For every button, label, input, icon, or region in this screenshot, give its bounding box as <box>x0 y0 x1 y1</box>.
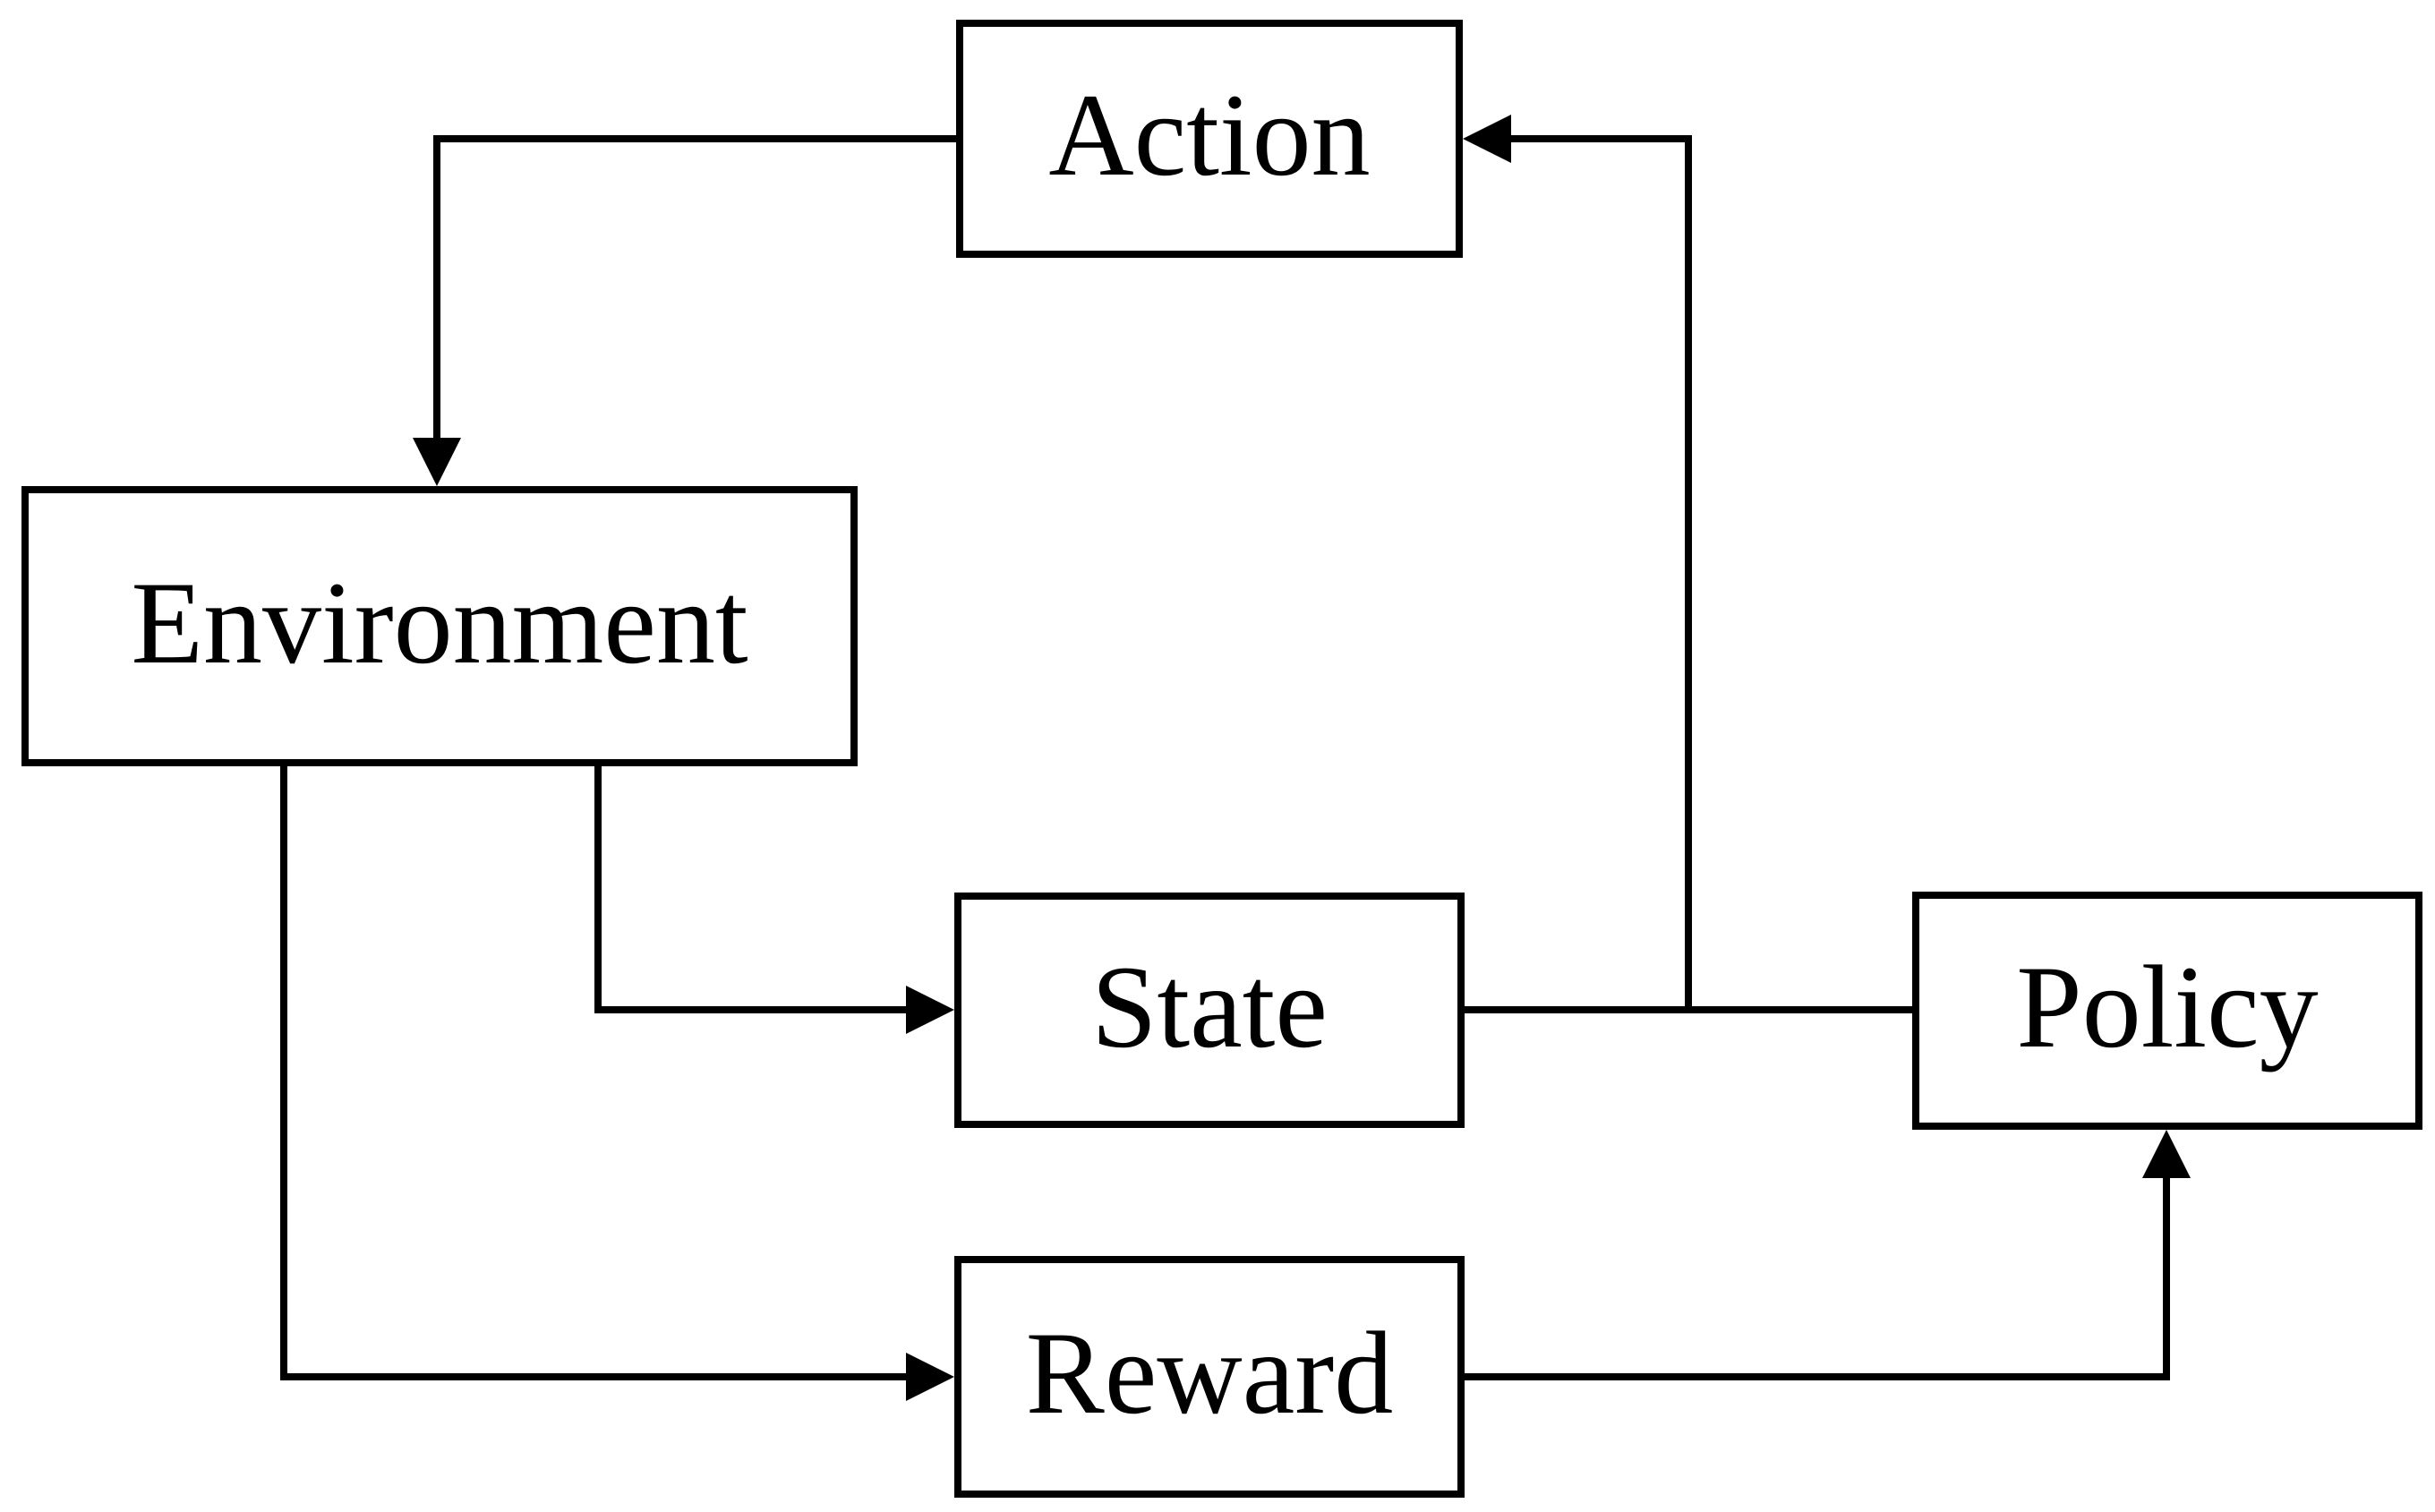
edge-reward-to-policy <box>1465 1130 2191 1380</box>
node-environment: Environment <box>21 486 858 766</box>
arrowhead-right-into-reward <box>906 1353 954 1401</box>
edge-environment-to-state <box>594 766 954 1034</box>
edge-environment-to-state-line <box>594 766 910 1013</box>
arrowhead-left-into-action <box>1463 115 1511 163</box>
node-state-label: State <box>1091 940 1328 1072</box>
edge-action-to-environment <box>413 135 956 486</box>
node-reward: Reward <box>954 1256 1465 1498</box>
edge-environment-to-reward <box>280 766 954 1401</box>
node-policy: Policy <box>1912 892 2422 1130</box>
arrowhead-down-into-environment <box>413 438 461 486</box>
node-state: State <box>954 893 1465 1128</box>
node-action: Action <box>956 20 1463 258</box>
edge-state-to-action-line <box>1511 135 1692 1010</box>
edge-action-to-environment-line <box>433 135 956 444</box>
node-reward-label: Reward <box>1025 1307 1394 1439</box>
node-environment-label: Environment <box>131 556 748 688</box>
node-policy-label: Policy <box>2016 941 2319 1072</box>
edge-environment-to-reward-line <box>280 766 910 1380</box>
node-action-label: Action <box>1048 69 1371 201</box>
arrowhead-right-into-state <box>906 986 954 1034</box>
edge-state-to-action <box>1463 115 1692 1010</box>
edge-reward-to-policy-line <box>1465 1175 2170 1380</box>
arrowhead-up-into-policy <box>2142 1130 2191 1178</box>
